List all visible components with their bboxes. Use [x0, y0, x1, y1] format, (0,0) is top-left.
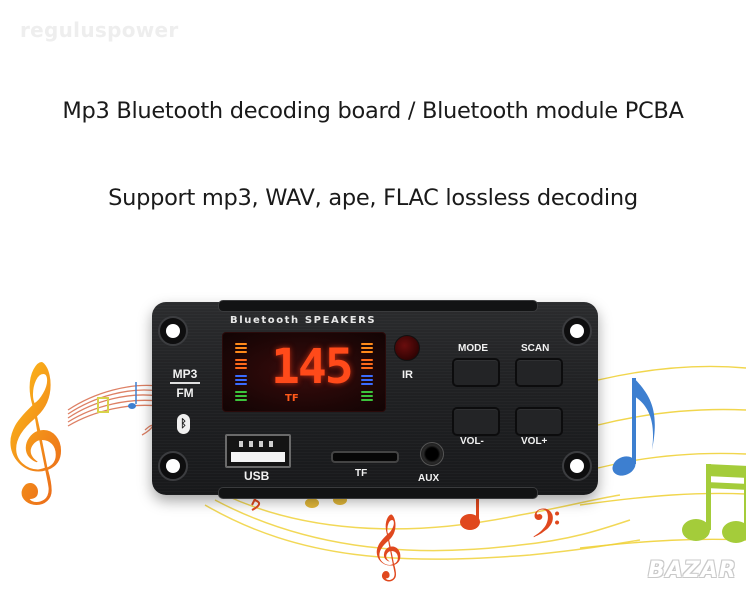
bazar-logo: BAZAR: [648, 558, 737, 583]
volume-up-button[interactable]: [515, 407, 563, 436]
svg-text:𝄞: 𝄞: [0, 360, 67, 505]
usb-port[interactable]: [225, 434, 291, 468]
right-staff-lines: [579, 365, 746, 549]
brand-label: Bluetooth SPEAKERS: [230, 315, 377, 326]
usb-label: USB: [244, 469, 270, 483]
tf-label: TF: [355, 468, 368, 479]
mp3-label: MP3: [170, 367, 200, 384]
bottom-slot: [218, 487, 538, 499]
blue-eighth-note-icon: [612, 378, 655, 476]
scan-button[interactable]: [515, 358, 563, 387]
green-double-note-icon: [682, 464, 746, 543]
mode-button[interactable]: [452, 358, 500, 387]
fm-label: FM: [176, 386, 194, 400]
mounting-hole-icon: [562, 451, 592, 481]
top-slot: [218, 300, 538, 312]
bottom-red-notes-icon: 𝄞 𝄢: [251, 490, 561, 581]
volume-down-label: VOL-: [460, 436, 484, 447]
left-staff-lines: [67, 384, 159, 436]
treble-clef-icon: 𝄞: [0, 360, 67, 505]
level-meter-right: [361, 343, 373, 407]
small-left-notes-icon: [97, 382, 137, 413]
ir-label: IR: [402, 369, 413, 381]
bottom-staff-lines: [204, 494, 641, 560]
product-title: Mp3 Bluetooth decoding board / Bluetooth…: [62, 98, 684, 124]
bluetooth-icon: ᛒ: [177, 414, 190, 434]
ir-receiver-icon: [394, 335, 420, 361]
mounting-hole-icon: [158, 451, 188, 481]
mode-legend: MP3 FM: [170, 367, 200, 400]
aux-jack[interactable]: [420, 442, 444, 466]
mounting-hole-icon: [562, 316, 592, 346]
mode-label: MODE: [458, 343, 488, 354]
product-subtitle: Support mp3, WAV, ape, FLAC lossless dec…: [108, 185, 638, 211]
scan-label: SCAN: [521, 343, 550, 354]
led-display: 145 TF: [222, 332, 386, 412]
display-source-indicator: TF: [285, 393, 299, 404]
mp3-decoder-board: Bluetooth SPEAKERS 145 TF IR MODE SCAN V…: [152, 300, 598, 499]
svg-text:𝄞: 𝄞: [370, 514, 403, 581]
mounting-hole-icon: [158, 316, 188, 346]
tf-card-slot[interactable]: [331, 451, 399, 463]
svg-text:𝄢: 𝄢: [530, 501, 561, 557]
watermark-text: reguluspower: [20, 18, 179, 42]
volume-down-button[interactable]: [452, 407, 500, 436]
display-digits: 145: [271, 339, 354, 395]
volume-up-label: VOL+: [521, 436, 548, 447]
level-meter-left: [235, 343, 247, 407]
aux-label: AUX: [418, 473, 440, 484]
